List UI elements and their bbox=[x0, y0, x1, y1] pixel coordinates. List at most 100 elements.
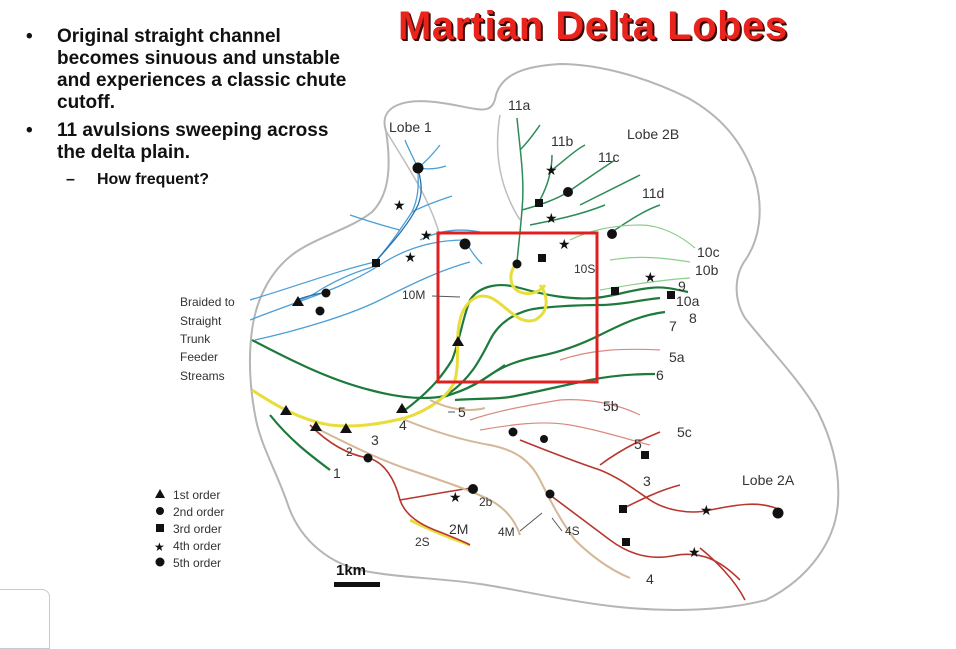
leader-lines bbox=[431, 295, 563, 532]
svg-text:2: 2 bbox=[346, 445, 353, 459]
circle-marker bbox=[545, 489, 555, 499]
star-marker: ★ bbox=[545, 211, 558, 227]
bullet-list: • Original straight channel becomes sinu… bbox=[24, 26, 354, 190]
bullet-marker: • bbox=[26, 120, 33, 141]
svg-text:11a: 11a bbox=[508, 97, 531, 113]
sub-bullet-item: – How frequent? bbox=[24, 170, 354, 190]
svg-text:10S: 10S bbox=[574, 262, 595, 276]
svg-text:11b: 11b bbox=[551, 133, 574, 149]
channel-labels: 11a 11b 11c 11d 10c 10b 9 10a 8 7 5a 6 5… bbox=[333, 97, 720, 587]
lobe-boundary bbox=[496, 114, 521, 221]
feeder-label: Braided to Straight Trunk Feeder Streams bbox=[180, 295, 235, 383]
node-markers: ★ ★ ★ ★ ★ ★ ★ ★ ★ ★ bbox=[280, 162, 784, 561]
legend-circle-icon bbox=[156, 507, 164, 515]
svg-text:10c: 10c bbox=[697, 244, 720, 260]
legend-triangle-icon bbox=[155, 489, 165, 498]
svg-text:8: 8 bbox=[689, 310, 697, 326]
circle-marker bbox=[459, 238, 471, 250]
circle-marker bbox=[321, 288, 331, 298]
svg-text:4M: 4M bbox=[498, 525, 515, 539]
tan-channels bbox=[319, 399, 631, 579]
svg-text:Feeder: Feeder bbox=[180, 350, 218, 364]
circle-marker bbox=[512, 259, 522, 269]
svg-text:Straight: Straight bbox=[180, 314, 222, 328]
legend-star-icon: ★ bbox=[154, 540, 165, 554]
svg-text:4th order: 4th order bbox=[173, 539, 221, 553]
star-marker: ★ bbox=[393, 198, 406, 214]
svg-text:10M: 10M bbox=[402, 288, 425, 302]
star-marker: ★ bbox=[700, 503, 713, 519]
delta-outline bbox=[248, 62, 840, 611]
lobe2b-channels bbox=[516, 117, 661, 263]
star-marker: ★ bbox=[644, 270, 657, 286]
circle-marker bbox=[540, 435, 548, 443]
highlight-box bbox=[436, 231, 599, 384]
triangle-marker bbox=[280, 405, 292, 415]
legend-hexagon-icon bbox=[155, 557, 165, 567]
svg-text:3: 3 bbox=[371, 432, 379, 448]
square-marker bbox=[372, 259, 380, 267]
lobe-label: Lobe 1 bbox=[389, 119, 432, 135]
triangle-marker bbox=[452, 336, 464, 346]
svg-text:4: 4 bbox=[399, 417, 407, 433]
square-marker bbox=[619, 505, 627, 513]
star-marker: ★ bbox=[688, 545, 701, 561]
legend: 1st order 2nd order 3rd order ★ 4th orde… bbox=[154, 488, 224, 570]
square-marker bbox=[622, 538, 630, 546]
svg-text:5b: 5b bbox=[603, 398, 619, 414]
square-marker bbox=[611, 287, 619, 295]
star-marker: ★ bbox=[404, 250, 417, 266]
square-marker bbox=[641, 451, 649, 459]
square-marker bbox=[667, 291, 675, 299]
circle-marker bbox=[508, 427, 518, 437]
svg-text:11d: 11d bbox=[642, 185, 664, 201]
circle-marker bbox=[468, 484, 478, 494]
bullet-text: Original straight channel becomes sinuou… bbox=[57, 26, 347, 113]
sub-bullet-text: How frequent? bbox=[97, 171, 209, 188]
svg-text:11c: 11c bbox=[598, 149, 620, 165]
legend-square-icon bbox=[156, 524, 164, 532]
svg-text:4S: 4S bbox=[565, 524, 580, 538]
svg-text:1st order: 1st order bbox=[173, 488, 220, 502]
bullet-marker: • bbox=[26, 26, 33, 47]
svg-text:Trunk: Trunk bbox=[180, 332, 211, 346]
corner-widget bbox=[0, 589, 50, 649]
svg-text:4: 4 bbox=[646, 571, 654, 587]
svg-text:5a: 5a bbox=[669, 349, 685, 365]
svg-text:5: 5 bbox=[458, 404, 466, 420]
lobe-label: Lobe 2A bbox=[742, 472, 795, 488]
svg-text:2b: 2b bbox=[479, 495, 493, 509]
svg-text:5c: 5c bbox=[677, 424, 692, 440]
triangle-marker bbox=[310, 421, 322, 431]
svg-text:10b: 10b bbox=[695, 262, 719, 278]
svg-text:2nd order: 2nd order bbox=[173, 505, 224, 519]
circle-marker bbox=[363, 453, 373, 463]
svg-text:1: 1 bbox=[333, 465, 341, 481]
lobe-label: Lobe 2B bbox=[627, 126, 679, 142]
svg-text:1km: 1km bbox=[336, 562, 366, 579]
bullet-item: • Original straight channel becomes sinu… bbox=[24, 26, 354, 114]
svg-text:Streams: Streams bbox=[180, 369, 225, 383]
red-channels bbox=[309, 424, 781, 601]
slide-title: Martian Delta Lobes bbox=[398, 4, 788, 48]
scale-bar: 1km bbox=[334, 562, 380, 587]
svg-text:7: 7 bbox=[669, 318, 677, 334]
triangle-marker bbox=[340, 423, 352, 433]
svg-text:5: 5 bbox=[634, 436, 642, 452]
triangle-marker bbox=[396, 403, 408, 413]
svg-text:5th order: 5th order bbox=[173, 556, 221, 570]
circle-marker bbox=[607, 229, 617, 239]
square-marker bbox=[538, 254, 546, 262]
bullet-text: 11 avulsions sweeping across the delta p… bbox=[57, 120, 329, 163]
circle-marker bbox=[412, 162, 424, 174]
svg-text:3rd order: 3rd order bbox=[173, 522, 222, 536]
star-marker: ★ bbox=[449, 490, 462, 506]
circle-marker bbox=[772, 507, 784, 519]
svg-text:3: 3 bbox=[643, 473, 651, 489]
svg-text:10a: 10a bbox=[676, 293, 700, 309]
svg-text:2S: 2S bbox=[415, 535, 430, 549]
bullet-item: • 11 avulsions sweeping across the delta… bbox=[24, 120, 354, 164]
svg-text:6: 6 bbox=[656, 367, 664, 383]
star-marker: ★ bbox=[558, 237, 571, 253]
